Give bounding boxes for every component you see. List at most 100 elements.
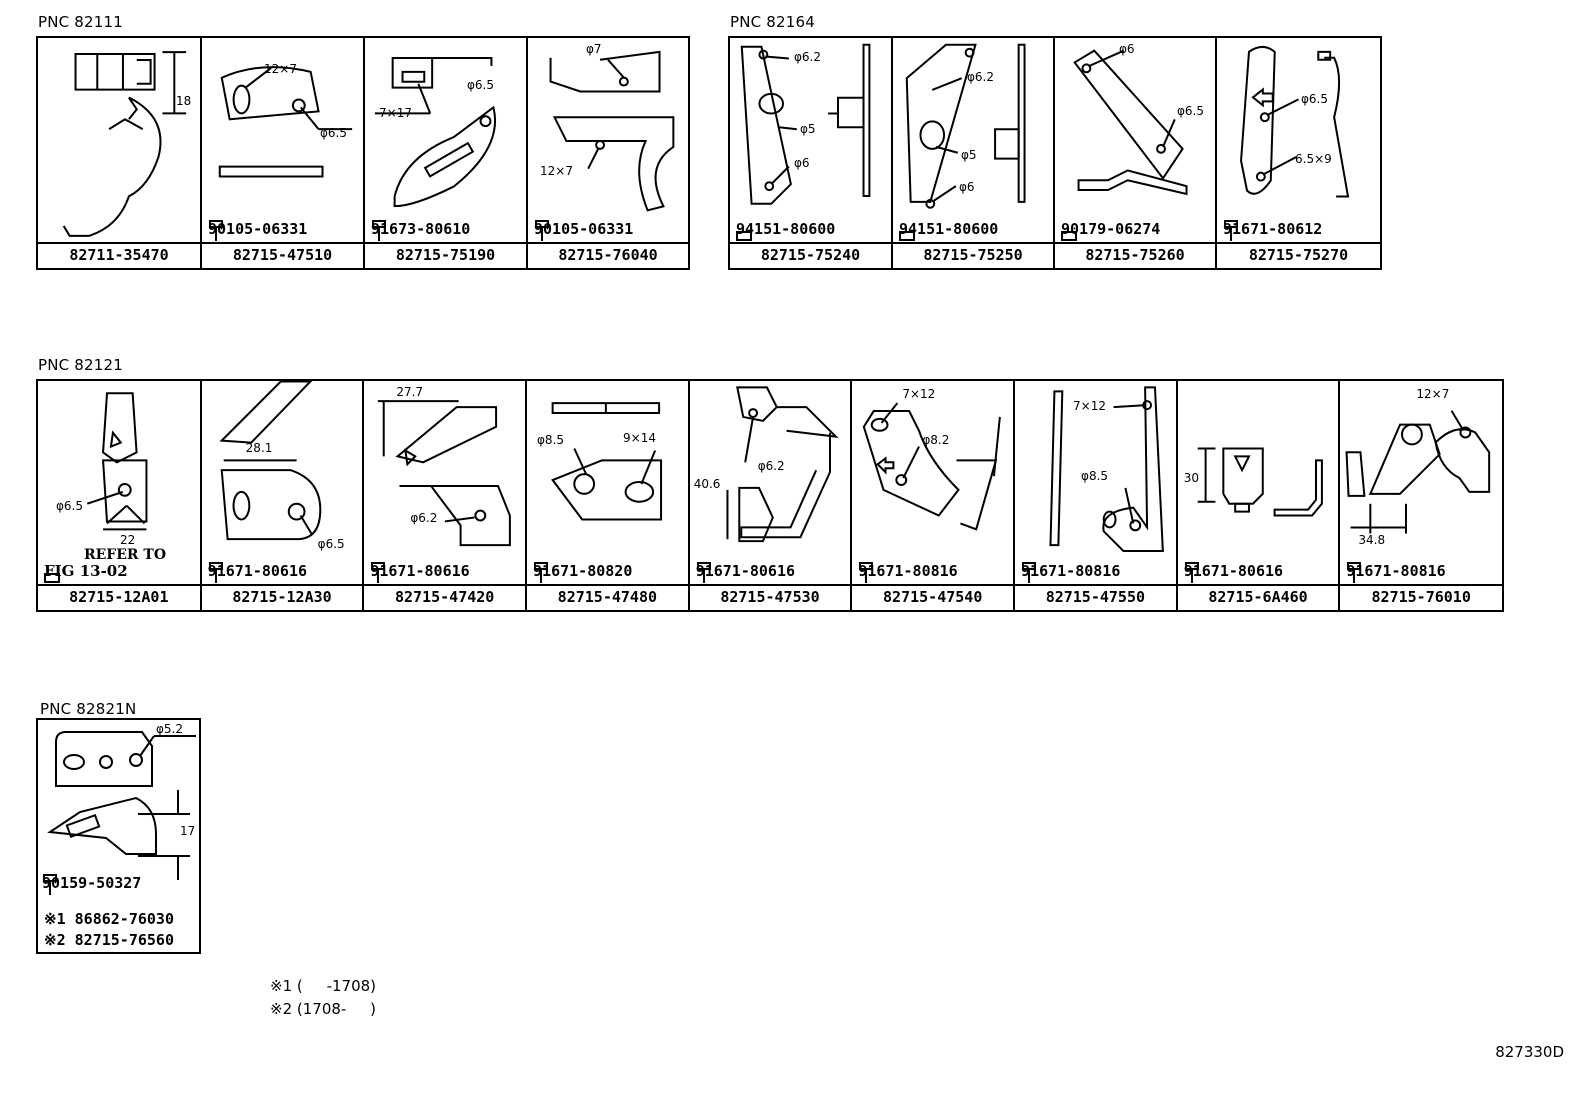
bolt-part-number: 90105-06331 [208, 220, 308, 238]
bracket-drawing [1055, 38, 1215, 242]
bracket-drawing [202, 38, 363, 242]
part-cell-82711-35470[interactable]: 18 [38, 38, 202, 242]
bolt-part-number: 90179-06274 [1061, 220, 1161, 238]
bolt-part-number: 91671-80816 [858, 562, 958, 580]
bolt-part-number: 91671-80612 [1223, 220, 1323, 238]
bracket-drawing [690, 381, 851, 584]
bolt-icon [534, 220, 550, 242]
part-cell-82715-75260[interactable]: φ6 φ6.5 90179-06274 [1055, 38, 1217, 242]
dim-label: φ8.5 [537, 433, 565, 447]
dim-label: φ7 [586, 42, 602, 56]
bolt-icon [208, 220, 224, 242]
bolt-part-number: 91671-80616 [207, 562, 308, 580]
part-cell-82715-12A01[interactable]: φ6.5 22 REFER TO FIG 13-02 [38, 381, 202, 584]
bolt-icon [371, 220, 387, 242]
part-cell-82715-75270[interactable]: φ6.5 6.5×9 91671-80612 [1217, 38, 1380, 242]
dim-label: φ6.5 [1177, 104, 1204, 118]
parts-group-82121: φ6.5 22 REFER TO FIG 13-02 28.1 φ6.5 916… [36, 379, 1504, 612]
part-cell-82715-6A460[interactable]: 30 91671-80616 [1178, 381, 1341, 584]
bolt-icon [858, 562, 874, 584]
bolt-callout: 91671-80816 [1346, 562, 1446, 580]
dim-label: φ6.2 [410, 511, 438, 525]
dim-label: 12×7 [540, 164, 573, 178]
dim-label: 7×17 [379, 106, 412, 120]
dim-label: φ8.2 [922, 433, 950, 447]
dim-label: φ5 [961, 148, 977, 162]
bolt-callout: 90159-50327 [42, 874, 141, 892]
part-cell-82715-12A30[interactable]: 28.1 φ6.5 91671-80616 [202, 381, 365, 584]
bolt-callout: 91671-80612 [1223, 220, 1322, 238]
bolt-icon [1346, 562, 1362, 584]
dim-label: φ6.5 [317, 537, 345, 551]
dim-label: φ5 [800, 122, 816, 136]
part-number: 82715-12A01 [38, 586, 202, 610]
bolt-part-number: 91671-80616 [695, 562, 796, 580]
bolt-part-number: 94151-80600 [736, 220, 836, 238]
part-cell-82715-75240[interactable]: φ6.2 φ5 φ6 94151-80600 [730, 38, 893, 242]
dim-label: φ6 [959, 180, 975, 194]
dim-label: φ6.5 [1301, 92, 1328, 106]
bolt-callout: 90105-06331 [208, 220, 307, 238]
bolt-icon [1021, 562, 1037, 584]
dim-label: 9×14 [623, 431, 656, 445]
bolt-icon [1223, 220, 1239, 242]
part-cell-82821N[interactable]: φ5.2 17 90159-50327 ※1 86862-76030 ※2 82… [38, 720, 199, 952]
variant-note-2: ※2 82715-76560 [44, 931, 174, 949]
bracket-drawing [852, 381, 1013, 584]
bracket-drawing [38, 381, 200, 584]
bolt-icon [1184, 562, 1200, 584]
bolt-callout: 91673-80610 [371, 220, 470, 238]
dim-label: φ6.2 [757, 459, 785, 473]
part-cell-82715-75190[interactable]: 7×17 φ6.5 91673-80610 [365, 38, 528, 242]
variant-note-1: ※1 86862-76030 [44, 910, 174, 928]
dim-label: 12×7 [264, 62, 297, 76]
bracket-drawing [1178, 381, 1339, 584]
dim-label: 40.6 [693, 477, 721, 491]
part-cell-82715-47540[interactable]: 7×12 φ8.2 91671-80816 [852, 381, 1016, 584]
bracket-drawing [365, 38, 526, 242]
part-number: 82715-12A30 [202, 586, 365, 610]
part-number: 82715-47530 [690, 586, 853, 610]
part-cell-82715-75250[interactable]: φ6.2 φ5 φ6 94151-80600 [893, 38, 1055, 242]
diagram-code: 827330D [1495, 1043, 1564, 1061]
dim-label: φ6.2 [794, 50, 821, 64]
bracket-drawing [527, 381, 688, 584]
part-cell-82715-47530[interactable]: φ6.2 40.6 91671-80616 [690, 381, 853, 584]
bolt-icon [42, 874, 58, 896]
part-cell-82715-47480[interactable]: φ8.5 9×14 91671-80820 [527, 381, 690, 584]
bolt-callout: 91671-80820 [533, 562, 632, 580]
washer-icon [1061, 220, 1077, 242]
part-cell-82715-76040[interactable]: φ7 12×7 90105-06331 [528, 38, 688, 242]
part-number: 82715-75270 [1248, 246, 1349, 264]
dim-label: 27.7 [396, 385, 424, 399]
part-number: 82715-47540 [852, 586, 1016, 610]
refer-note-line2: FIG 13-02 [44, 562, 128, 580]
bolt-callout: 91671-80616 [208, 562, 307, 580]
pnc-label-82164: PNC 82164 [730, 13, 816, 31]
part-cell-82715-47510[interactable]: 12×7 φ6.5 90105-06331 [202, 38, 365, 242]
dim-label: φ8.5 [1081, 469, 1109, 483]
bolt-callout: 94151-80600 [899, 220, 998, 238]
part-number: 82715-75190 [365, 244, 528, 268]
dim-label: 17 [180, 824, 196, 838]
bolt-callout: 91671-80616 [370, 562, 470, 580]
part-cell-82715-47550[interactable]: 7×12 φ8.5 91671-80816 [1015, 381, 1178, 584]
bolt-icon [696, 562, 712, 584]
bolt-part-number: 91671-80616 [1183, 562, 1284, 580]
bracket-drawing [730, 38, 891, 242]
washer-icon [736, 220, 752, 242]
dim-label: 12×7 [1416, 387, 1450, 401]
bracket-drawing [202, 381, 363, 584]
legend-note-2: ※2 (1708- ) [270, 1000, 377, 1018]
bracket-drawing [1340, 381, 1502, 584]
part-cell-82715-76010[interactable]: 12×7 34.8 91671-80816 [1340, 381, 1502, 584]
pnc-label-82121: PNC 82121 [38, 356, 124, 374]
clamp-drawing [38, 38, 200, 242]
bolt-callout: 90179-06274 [1061, 220, 1160, 238]
part-cell-82715-47420[interactable]: 27.7 φ6.2 91671-80616 [364, 381, 528, 584]
pnc-label-82821N: PNC 82821N [40, 700, 137, 718]
bolt-part-number: 91671-80816 [1346, 562, 1446, 580]
bolt-part-number: 91671-80816 [1021, 562, 1121, 580]
dim-label: 7×12 [1073, 399, 1106, 413]
dim-label: 18 [176, 94, 192, 108]
